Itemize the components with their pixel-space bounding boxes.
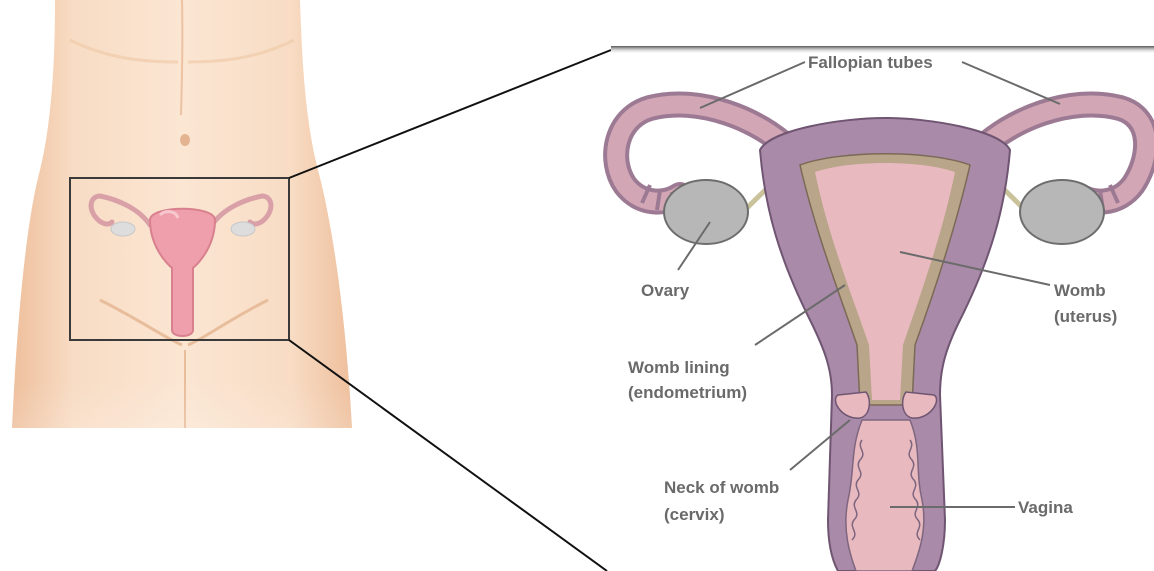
right-ovary — [1020, 180, 1104, 244]
label-cervix: (cervix) — [664, 505, 724, 524]
zoom-connector-top — [289, 50, 611, 178]
detailed-uterus-panel: Fallopian tubes Ovary Womb (uterus) Womb… — [611, 46, 1154, 571]
vaginal-canal — [846, 420, 924, 571]
navel — [180, 134, 190, 146]
label-vagina: Vagina — [1018, 498, 1073, 517]
label-fallopian-tubes: Fallopian tubes — [808, 53, 933, 72]
label-neck-of-womb: Neck of womb — [664, 478, 779, 497]
label-uterus: (uterus) — [1054, 307, 1117, 326]
label-ovary: Ovary — [641, 281, 690, 300]
label-womb: Womb — [1054, 281, 1106, 300]
zoom-connector-bottom — [289, 340, 607, 571]
label-womb-lining: Womb lining — [628, 358, 730, 377]
label-endometrium: (endometrium) — [628, 383, 747, 402]
left-ovary — [664, 180, 748, 244]
